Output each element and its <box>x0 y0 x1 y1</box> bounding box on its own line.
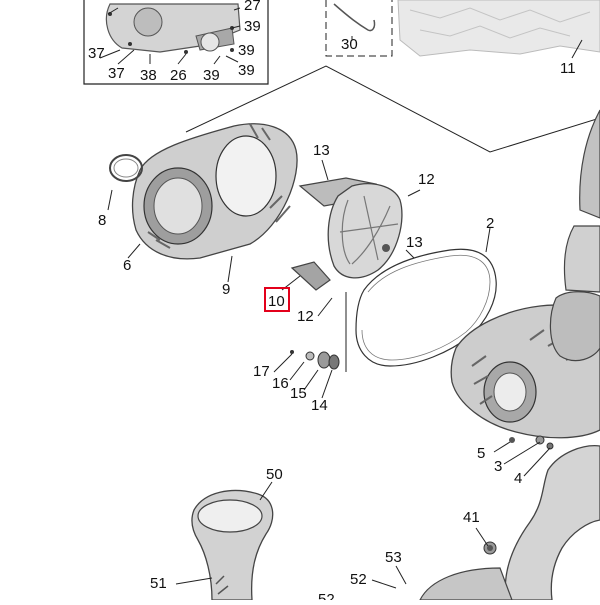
callout-16: 16 <box>272 375 289 392</box>
callout-6: 6 <box>123 257 131 274</box>
callout-26: 26 <box>170 67 187 84</box>
engine-block-fragment <box>397 0 600 57</box>
intake-duct <box>549 109 600 362</box>
seal-ring <box>109 154 143 182</box>
callout-41: 41 <box>463 509 480 526</box>
callout-39-mid: 39 <box>238 42 255 59</box>
callout-39-top: 39 <box>244 18 261 35</box>
callout-37-bottom: 37 <box>108 65 125 82</box>
callout-13-top: 13 <box>313 142 330 159</box>
callout-50: 50 <box>266 466 283 483</box>
callout-4: 4 <box>514 470 522 487</box>
callout-11: 11 <box>560 60 576 77</box>
callout-37-side: 37 <box>88 45 105 62</box>
callout-27: 27 <box>244 0 261 14</box>
callout-17: 17 <box>253 363 270 380</box>
callout-13-mid: 13 <box>406 234 423 251</box>
callout-5: 5 <box>477 445 485 462</box>
cable-detail-box <box>325 0 393 57</box>
callout-9: 9 <box>222 281 230 298</box>
assembly-bracket-lines <box>185 65 600 372</box>
outer-clutch-cover <box>131 123 298 260</box>
callout-39-right: 39 <box>238 62 255 79</box>
leader-lines <box>99 7 583 589</box>
hardware-parts <box>290 350 554 551</box>
callout-8: 8 <box>98 212 106 229</box>
callout-12-top: 12 <box>418 171 435 188</box>
clutch-air-duct <box>290 177 403 291</box>
callout-52-low: 52 <box>318 591 335 600</box>
callout-12-low: 12 <box>297 308 314 325</box>
callout-labels: 27 39 39 37 37 38 26 39 39 30 11 13 12 8… <box>88 0 576 605</box>
callout-53: 53 <box>385 549 402 566</box>
callout-2: 2 <box>486 215 494 232</box>
callout-52: 52 <box>350 571 367 588</box>
highlight-box <box>264 287 290 312</box>
callout-30: 30 <box>341 36 358 53</box>
callout-3: 3 <box>494 458 502 475</box>
exhaust-pipe-left <box>191 489 274 601</box>
callout-38: 38 <box>140 67 157 84</box>
callout-14: 14 <box>311 397 328 414</box>
callout-10: 10 <box>268 293 285 310</box>
callout-15: 15 <box>290 385 307 402</box>
exhaust-pipe-right <box>419 445 600 601</box>
callout-39-low: 39 <box>203 67 220 84</box>
callout-51: 51 <box>150 575 167 592</box>
